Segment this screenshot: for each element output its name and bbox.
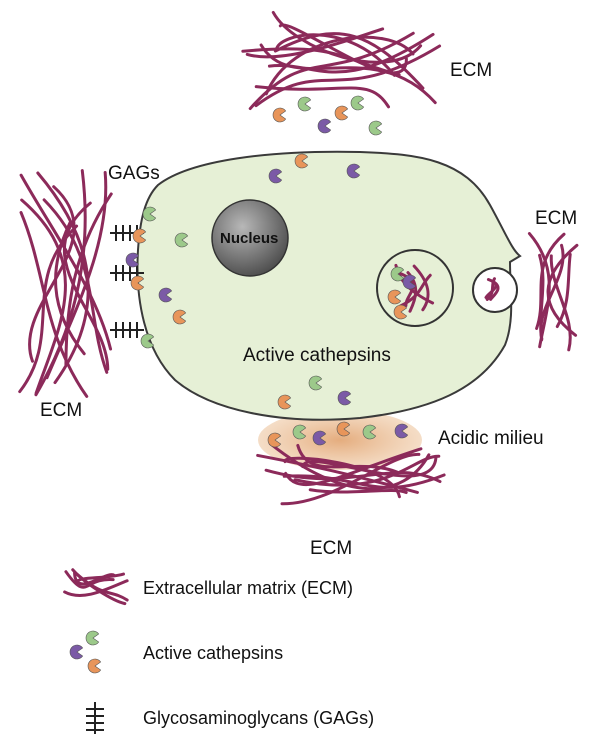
ecm-fiber-top	[274, 33, 396, 77]
ecm-fiber-vesicle	[484, 278, 498, 299]
nucleus	[211, 199, 289, 277]
ecm-fiber-left	[28, 185, 76, 363]
cathepsin	[336, 421, 351, 437]
legend-ecm-fiber	[74, 572, 125, 584]
cathepsin	[346, 163, 361, 179]
cathepsin	[267, 432, 282, 448]
ecm-fiber-right	[527, 232, 551, 349]
cathepsin	[312, 430, 327, 446]
cathepsin	[334, 105, 349, 121]
ecm-fiber-top	[259, 43, 437, 105]
cathepsin	[294, 153, 309, 169]
ecm-fiber-right	[549, 254, 572, 352]
cathepsin	[317, 118, 332, 134]
cathepsin	[337, 390, 352, 406]
cathepsin	[350, 95, 365, 111]
ecm-fiber-left	[64, 192, 113, 366]
ecm-fiber-bottom	[282, 473, 446, 489]
cathepsin	[132, 228, 147, 244]
ecm-fiber-left	[54, 221, 86, 356]
legend-cathepsin-symbol	[69, 630, 102, 674]
acidic-milieu-label: Acidic milieu	[438, 428, 544, 449]
cathepsin-markers	[125, 95, 417, 448]
legend-cathepsin-text: Active cathepsins	[143, 643, 284, 663]
ecm-fiber-right	[538, 253, 545, 342]
legend-ecm-symbol	[63, 568, 129, 606]
ecm-label-top: ECM	[450, 60, 493, 81]
ecm-fiber-right	[546, 243, 579, 337]
cathepsin	[387, 289, 402, 305]
cathepsin	[368, 120, 383, 136]
cathepsin	[308, 375, 323, 391]
nucleus-label: Nucleus	[220, 230, 279, 247]
cathepsin	[158, 287, 173, 303]
legend-gag-text: Glycosaminoglycans (GAGs)	[143, 708, 375, 728]
cathepsin	[292, 424, 307, 440]
legend-cathepsin	[85, 630, 100, 646]
legend-ecm-text: Extracellular matrix (ECM)	[143, 578, 354, 598]
ecm-fiber-top	[264, 35, 415, 96]
ecm-fiber-left	[19, 211, 89, 398]
active-cathepsins-label: Active cathepsins	[243, 345, 391, 366]
cathepsin	[272, 107, 287, 123]
ecm-fiber-top	[271, 10, 423, 64]
legend-ecm-fiber	[63, 579, 129, 597]
ecm-fibers	[18, 10, 579, 506]
cathepsin	[393, 304, 408, 320]
ecm-fiber-left	[34, 169, 87, 397]
cathepsin	[394, 423, 409, 439]
legend-gag-symbol	[86, 702, 104, 734]
ecm-fiber-lysosome	[398, 271, 415, 308]
cathepsin	[140, 333, 155, 349]
ecm-fiber-left	[42, 198, 109, 374]
cathepsin	[125, 252, 140, 268]
ecm-label-left: ECM	[40, 400, 83, 421]
ecm-fiber-lysosome	[412, 264, 430, 312]
ecm-fiber-bottom	[296, 443, 399, 474]
legend-cathepsin	[69, 644, 84, 660]
cathepsin	[277, 394, 292, 410]
ecm-fiber-top	[254, 85, 390, 109]
cathepsin	[362, 424, 377, 440]
cathepsin	[390, 266, 405, 282]
ecm-fiber-bottom	[268, 442, 431, 491]
cathepsin	[174, 232, 189, 248]
ecm-fiber-left	[19, 173, 113, 351]
legend-cathepsin	[87, 658, 102, 674]
legend-ecm-fiber	[71, 568, 127, 606]
cathepsin	[402, 274, 417, 290]
cathepsin	[268, 168, 283, 184]
cathepsin	[172, 309, 187, 325]
cell-body	[136, 150, 522, 421]
ecm-fiber-top	[254, 44, 442, 108]
ecm-fiber-right	[555, 252, 572, 329]
ecm-label-right: ECM	[535, 208, 578, 229]
cathepsin	[142, 206, 157, 222]
cathepsin	[297, 96, 312, 112]
ecm-fiber-right	[535, 232, 566, 330]
ecm-fiber-bottom	[308, 488, 408, 495]
ecm-label-bottom: ECM	[310, 538, 353, 559]
gags-label: GAGs	[108, 163, 160, 184]
legend-ecm-fiber	[64, 570, 115, 589]
cathepsin	[130, 275, 145, 291]
ecm-fiber-left	[20, 198, 67, 395]
